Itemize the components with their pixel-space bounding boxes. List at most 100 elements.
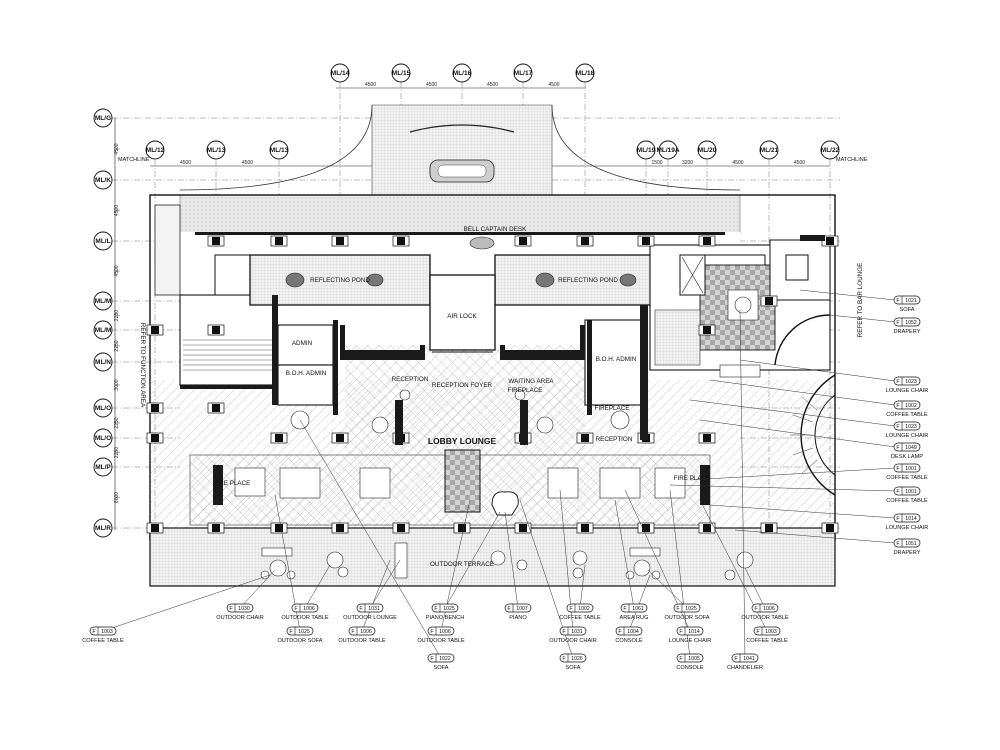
tag-code: 1006 (303, 606, 315, 612)
label-reception-foyer: RECEPTION FOYER (432, 382, 493, 389)
tag-prefix: F (359, 606, 362, 612)
tag-description: DRAPERY (894, 550, 921, 556)
grid-bubble: ML/P (93, 457, 113, 477)
grid-bubble-label: ML/18 (576, 70, 595, 77)
column-core (336, 237, 344, 245)
column-core (336, 524, 344, 532)
tag-description: COFFEE TABLE (82, 638, 124, 644)
dimension-value: 4500 (426, 82, 437, 88)
tag-code: 1052 (905, 320, 917, 326)
grid-bubble-label: ML/P (95, 464, 111, 471)
column-core (826, 524, 834, 532)
tag-description: COFFEE TABLE (886, 498, 928, 504)
tag-prefix: F (618, 629, 621, 635)
grid-bubble: ML/N (93, 352, 113, 372)
label-bell-captain: BELL CAPTAIN DESK (464, 226, 527, 233)
tag-code: 1001 (905, 489, 917, 495)
grid-bubble: ML/19 (636, 140, 656, 160)
tag-description: CONSOLE (676, 665, 704, 671)
tag-description: DRAPERY (894, 329, 921, 335)
dimension-value: 4500 (487, 82, 498, 88)
tag-description: COFFEE TABLE (746, 638, 788, 644)
tag-prefix: F (92, 629, 95, 635)
grid-bubble: ML/M (93, 320, 113, 340)
tag-prefix: F (756, 629, 759, 635)
tag-code: 1014 (688, 629, 700, 635)
tag-description: OUTDOOR SOFA (277, 638, 322, 644)
tag-code: 1026 (571, 656, 583, 662)
dimension-value: 4500 (242, 160, 253, 166)
label-boh-admin-right: B.O.H. ADMIN (596, 356, 637, 363)
column-core (275, 524, 283, 532)
column-core (703, 524, 711, 532)
tag-code: 1006 (360, 629, 372, 635)
label-fireplace-right: FIREPLACE (595, 405, 630, 412)
grid-bubble: ML/19A (656, 140, 680, 160)
grid-bubble-label: ML/14 (331, 70, 350, 77)
grid-bubble-label: ML/N (95, 359, 111, 366)
tag-description: SOFA (434, 665, 449, 671)
grid-bubble: ML/14 (330, 63, 350, 83)
grid-bubble-label: ML/15 (392, 70, 411, 77)
grid-bubble-label: ML/17 (514, 70, 533, 77)
tag-code: 1025 (443, 606, 455, 612)
tag-prefix: F (351, 629, 354, 635)
grid-bubble: ML/22 (820, 140, 840, 160)
tag-description: DESK LAMP (891, 454, 923, 460)
matchline-left-label: MATCHLINE (118, 157, 150, 163)
column-core (826, 237, 834, 245)
grid-bubble: ML/M (93, 291, 113, 311)
dimension-value: 4500 (548, 82, 559, 88)
tag-description: PIANO (509, 615, 527, 621)
column-core (703, 434, 711, 442)
tag-code: 1025 (685, 606, 697, 612)
tag-code: 1007 (516, 606, 528, 612)
grid-bubble-label: ML/R (95, 525, 111, 532)
column-core (212, 326, 220, 334)
column-core (151, 404, 159, 412)
tag-prefix: F (676, 606, 679, 612)
grid-bubble: ML/16 (452, 63, 472, 83)
column-core (581, 434, 589, 442)
label-refer-bar-lounge: REFER TO BAR LOUNGE (857, 263, 864, 338)
tag-code: 1030 (238, 606, 250, 612)
grid-bubble: ML/13 (206, 140, 226, 160)
label-fire-place-right: FIRE PLACE (674, 475, 711, 482)
driveway (179, 104, 741, 234)
grid-bubble-label: ML/12 (146, 147, 165, 154)
room-labels: BELL CAPTAIN DESK REFLECTING POND REFLEC… (139, 226, 864, 568)
tag-description: OUTDOOR CHAIR (549, 638, 597, 644)
grid-bubble-label: ML/O (95, 435, 111, 442)
grid-left-column: ML/GML/KML/LML/MML/MML/NML/OML/OML/PML/R (93, 108, 113, 538)
grid-bubble: ML/18 (575, 63, 595, 83)
grid-top-row: ML/14 ML/15 ML/16 ML/17 ML/18 (330, 63, 595, 83)
grid-bubble: ML/15 (391, 63, 411, 83)
tag-prefix: F (229, 606, 232, 612)
grid-bubble-label: ML/K (95, 177, 111, 184)
tag-code: 1031 (368, 606, 380, 612)
tag-prefix: F (896, 298, 899, 304)
tag-description: SOFA (900, 307, 915, 313)
tag-description: COFFEE TABLE (886, 412, 928, 418)
grid-bubble: ML/O (93, 428, 113, 448)
column-core (151, 434, 159, 442)
tag-prefix: F (896, 424, 899, 430)
column-core (336, 434, 344, 442)
label-waiting-area: WAITING AREA (508, 378, 554, 385)
tag-description: SOFA (566, 665, 581, 671)
tag-prefix: F (896, 379, 899, 385)
tag-prefix: F (289, 629, 292, 635)
tag-description: LOUNGE CHAIR (886, 525, 929, 531)
